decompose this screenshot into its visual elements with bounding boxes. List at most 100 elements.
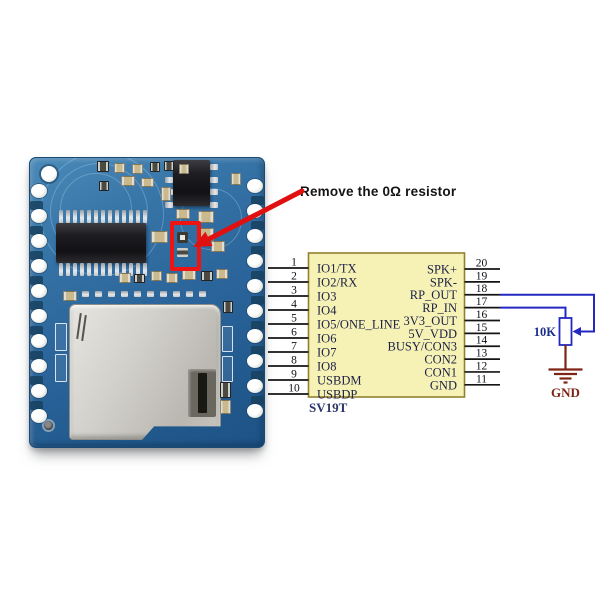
smd-resistor	[216, 269, 228, 279]
chip-lead	[210, 164, 218, 170]
pin-number: 6	[291, 327, 297, 339]
sd-slot-spring	[81, 314, 87, 342]
pin-label: SPK+	[427, 263, 457, 277]
sd-slot-lever-pin	[198, 373, 207, 413]
zero-ohm-resistor-highlight-box	[170, 221, 201, 271]
smd-resistor	[151, 271, 162, 281]
chip-lead	[94, 210, 98, 223]
pin-number: 16	[476, 309, 488, 321]
castellated-pad	[247, 179, 263, 193]
silkscreen-label	[222, 326, 233, 352]
solder-pad	[186, 291, 193, 297]
pin-label: IO4	[317, 304, 337, 318]
chip-lead	[143, 263, 147, 276]
smd-resistor	[166, 273, 178, 283]
chip-lead	[115, 263, 119, 276]
smd-resistor	[141, 178, 154, 187]
pin-number: 18	[476, 283, 488, 295]
zero-ohm-resistor	[177, 232, 188, 243]
edge-notch	[30, 376, 43, 385]
smd-component	[177, 248, 188, 257]
chip-lead	[59, 210, 63, 223]
smd-capacitor	[220, 382, 231, 398]
castellated-pad	[247, 404, 263, 418]
pin-label: USBDP	[317, 388, 357, 402]
chip-lead	[165, 176, 173, 183]
edge-notch	[30, 351, 43, 360]
pin-number: 15	[476, 322, 488, 334]
chip-part-number: SV19T	[309, 400, 348, 415]
pin-label: IO5/ONE_LINE	[317, 318, 401, 332]
chip-lead	[87, 263, 91, 276]
chip-lead	[80, 263, 84, 276]
mounting-hole	[41, 166, 57, 182]
chip-lead	[122, 210, 126, 223]
edge-notch	[30, 201, 43, 210]
pin-number: 7	[291, 341, 297, 353]
smd-resistor	[179, 164, 189, 174]
castellated-pad	[247, 354, 263, 368]
pin-number: 5	[291, 313, 297, 325]
pin-label: CON1	[424, 365, 457, 379]
smd-capacitor	[164, 161, 174, 171]
annotation-label: Remove the 0Ω resistor	[300, 184, 457, 199]
ssop24-chip	[56, 223, 146, 263]
chip-lead	[73, 210, 77, 223]
pin-label: IO7	[317, 346, 336, 360]
pin-label: BUSY/CON3	[388, 340, 457, 354]
pin-number: 14	[476, 335, 488, 347]
silkscreen-label	[55, 323, 67, 351]
pin-label: IO1/TX	[317, 262, 357, 276]
chip-lead	[129, 263, 133, 276]
castellated-pad	[31, 359, 47, 373]
solder-pad	[199, 291, 206, 297]
chip-lead	[165, 201, 173, 208]
castellated-pad	[31, 409, 47, 423]
castellated-pad	[31, 259, 47, 273]
pin-label: RP_IN	[422, 301, 457, 315]
castellated-pad	[247, 279, 263, 293]
edge-notch	[251, 396, 264, 405]
chip-lead	[136, 263, 140, 276]
solder-pad	[147, 291, 154, 297]
chip-lead	[122, 263, 126, 276]
chip-lead	[66, 263, 70, 276]
solder-pad	[121, 291, 128, 297]
castellated-pad	[247, 229, 263, 243]
pin-number: 1	[291, 257, 297, 269]
castellated-pad	[247, 304, 263, 318]
chip-lead	[80, 210, 84, 223]
pin-label: CON2	[424, 353, 457, 367]
chip-lead	[129, 210, 133, 223]
sd-card-slot	[69, 304, 221, 440]
edge-notch	[30, 276, 43, 285]
smd-resistor	[119, 273, 131, 283]
solder-pad	[108, 291, 115, 297]
pin-label: 3V3_OUT	[404, 314, 458, 328]
pin-number: 10	[288, 383, 300, 395]
chip-lead	[87, 210, 91, 223]
chip-lead	[101, 263, 105, 276]
wiper-arrowhead	[572, 327, 581, 336]
smd-capacitor	[134, 274, 145, 283]
silkscreen-label	[55, 354, 67, 382]
edge-notch	[251, 296, 264, 305]
edge-notch	[251, 271, 264, 280]
pin-label: GND	[430, 378, 457, 392]
smd-capacitor	[99, 181, 109, 191]
pin-label: IO8	[317, 360, 336, 374]
edge-notch	[251, 246, 264, 255]
chip-lead	[94, 263, 98, 276]
castellated-pad	[247, 329, 263, 343]
castellated-pad	[31, 209, 47, 223]
edge-notch	[251, 371, 264, 380]
solder-pad	[82, 291, 89, 297]
potentiometer-value: 10K	[534, 325, 557, 339]
pin-number: 13	[476, 348, 488, 360]
chip-lead	[143, 210, 147, 223]
chip-lead	[210, 189, 218, 195]
castellated-pad	[31, 384, 47, 398]
smd-capacitor	[201, 271, 213, 281]
